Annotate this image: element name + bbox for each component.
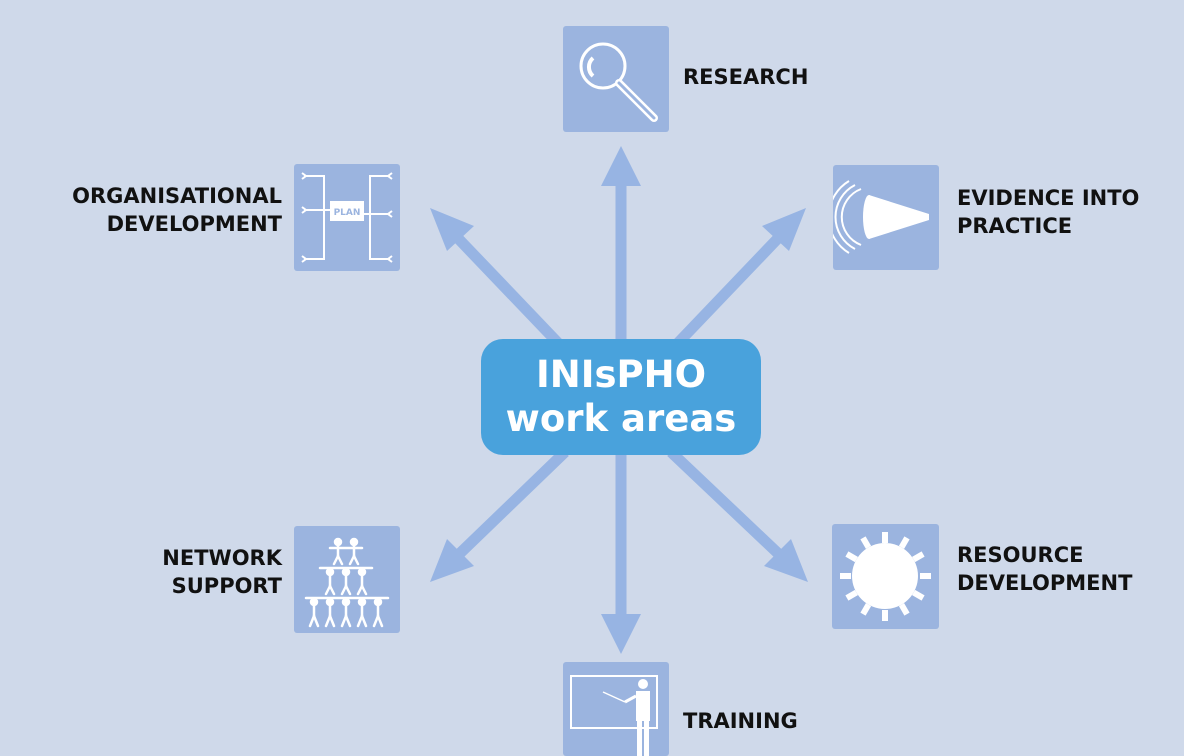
arrow-resource (667, 448, 789, 564)
arrowhead-research (601, 146, 641, 186)
sun-ring-icon (840, 532, 931, 621)
label-evidence: EVIDENCE INTO PRACTICE (957, 186, 1140, 238)
arrowhead-training (601, 614, 641, 654)
arrowhead-evidence (762, 208, 806, 251)
resource-tile (832, 524, 939, 629)
arrowhead-network (430, 539, 474, 582)
arrowhead-organisational (430, 208, 474, 251)
center-title-line2: work areas (505, 397, 737, 440)
label-network: NETWORK SUPPORT (162, 546, 282, 598)
label-organisational: ORGANISATIONAL DEVELOPMENT (72, 184, 282, 236)
training-tile (563, 662, 669, 756)
center-box: INIsPHO work areas (481, 339, 761, 455)
arrowhead-resource (764, 539, 808, 582)
arrow-network (449, 448, 569, 564)
center-title-line1: INIsPHO (535, 353, 707, 396)
label-resource: RESOURCE DEVELOPMENT (957, 543, 1133, 595)
evidence-tile (833, 165, 939, 270)
plan-icon-text: PLAN (334, 208, 361, 218)
human-pyramid-icon (304, 537, 390, 628)
label-research: RESEARCH (683, 65, 809, 89)
arrow-organisational (448, 228, 564, 349)
arrow-evidence (672, 228, 788, 349)
network-tile (294, 526, 400, 633)
research-tile (563, 26, 669, 132)
megaphone-icon (833, 180, 929, 254)
organisational-tile: PLAN (294, 164, 400, 271)
magnifier-icon (579, 42, 658, 122)
lecturer-icon (570, 675, 658, 756)
label-training: TRAINING (683, 709, 798, 733)
plan-flowchart-icon: PLAN (301, 172, 393, 263)
